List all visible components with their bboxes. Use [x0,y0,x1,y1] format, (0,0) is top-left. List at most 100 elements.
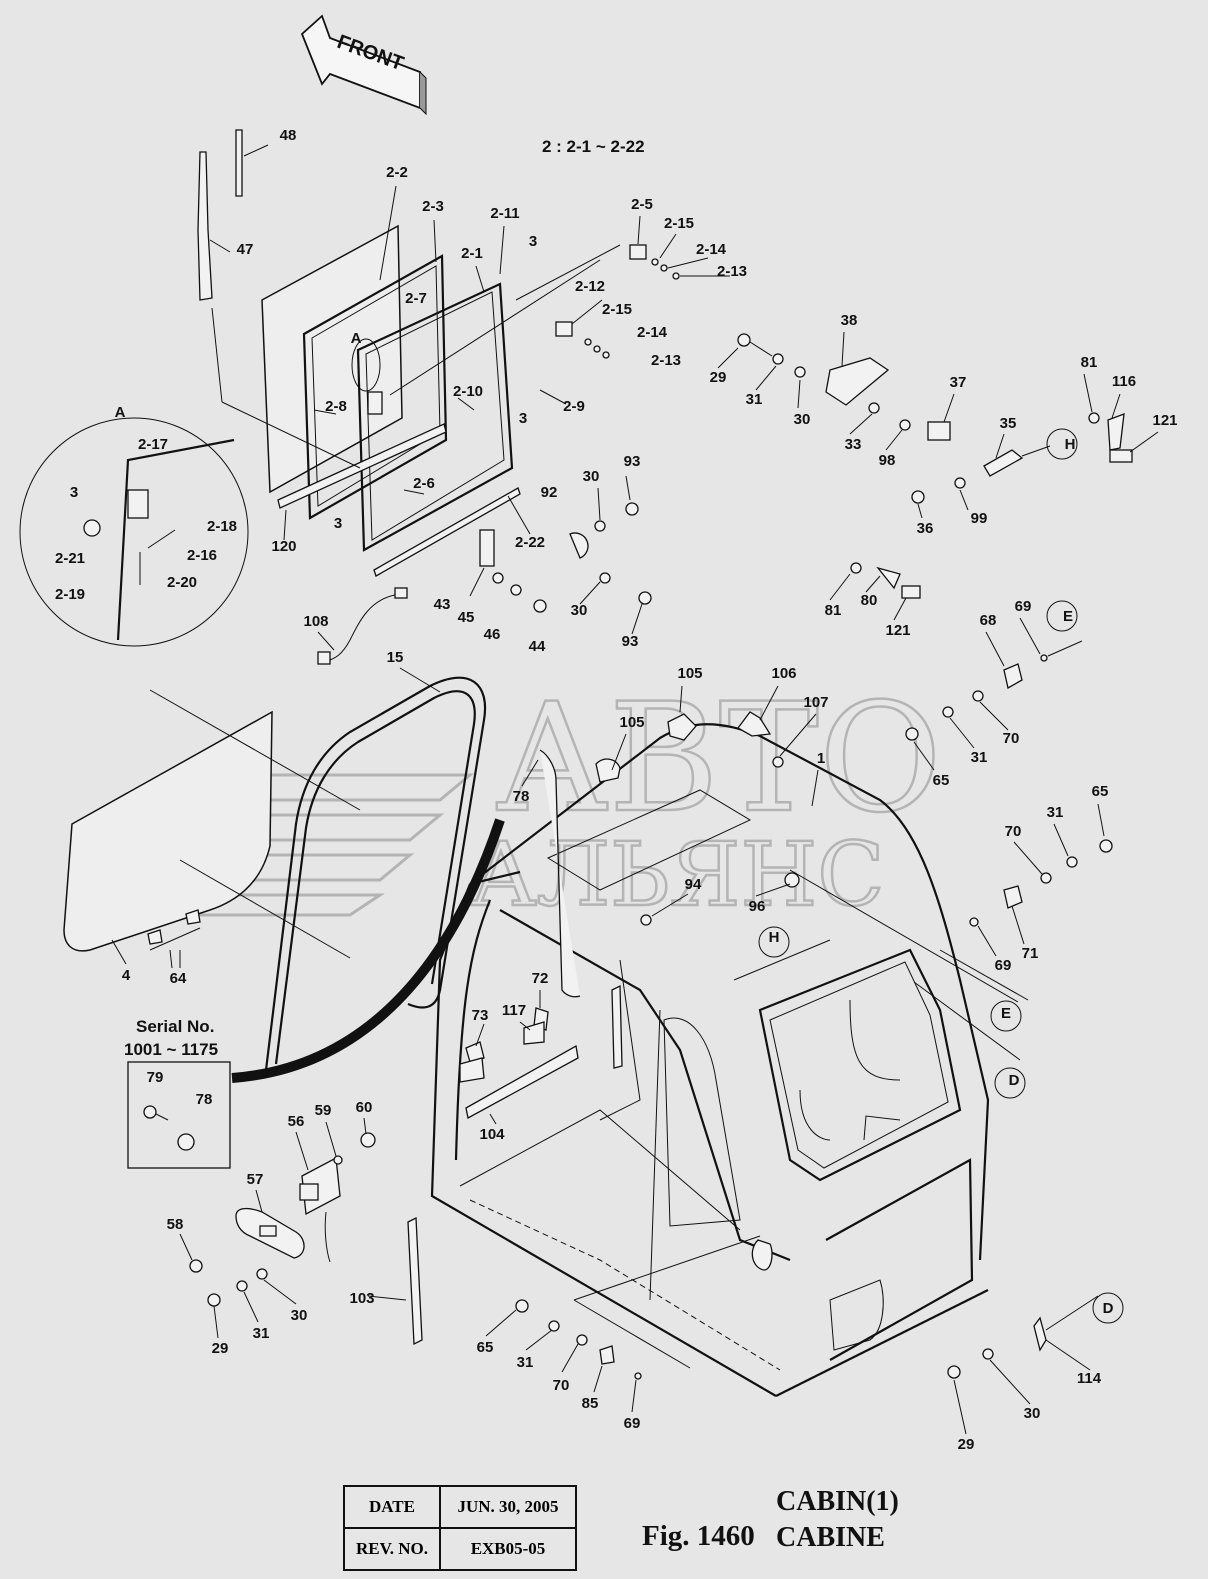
part-label: 117 [502,1002,526,1019]
part-label: 2-15 [664,215,694,232]
front-arrow-icon: FRONT [300,14,427,116]
serial-label: Serial No. [136,1017,214,1036]
part-label: 104 [479,1126,505,1143]
part-label: 96 [749,898,766,915]
part-label: 2-16 [187,547,217,564]
part-label: 30 [1024,1405,1041,1422]
latch-parts [479,244,1133,613]
part-label: 69 [995,957,1012,974]
part-label: 64 [170,970,187,987]
part-label: 120 [271,538,296,555]
part-label: 65 [933,772,950,789]
part-label: 79 [147,1069,164,1086]
part-label: 2-22 [515,534,545,551]
watermark-line1: АВТО [495,672,942,846]
part-label: 30 [571,602,588,619]
part-label: 1 [817,750,825,767]
part-label: 78 [196,1091,213,1108]
part-label: 45 [458,609,475,626]
part-label: 2-7 [405,290,427,307]
part-label: 2-5 [631,196,653,213]
part-label: 31 [253,1325,270,1342]
part-label: 37 [950,374,967,391]
part-label: 3 [334,515,342,532]
part-label: 70 [553,1377,570,1394]
part-label: 106 [771,665,796,682]
figure-title-line1: CABIN(1) [776,1486,899,1517]
part-label: 2-15 [602,301,632,318]
part-label: 93 [622,633,639,650]
part-label: 2-18 [207,518,237,535]
part-label: 71 [1022,945,1039,962]
part-label: 29 [958,1436,975,1453]
part-label: 38 [841,312,858,329]
part-label: 2-14 [637,324,668,341]
part-label: 44 [529,638,546,655]
date-label: DATE [343,1485,441,1529]
part-label: 2-12 [575,278,605,295]
part-label: H [769,929,780,946]
date-value: JUN. 30, 2005 [439,1485,577,1529]
part-label: 58 [167,1216,184,1233]
part-label: H [1065,436,1076,453]
part-label: 2-14 [696,241,727,258]
part-label: 47 [237,241,254,258]
part-label: 2-20 [167,574,197,591]
watermark-line2: АЛЬЯНС [470,823,885,926]
part-label: 4 [122,967,131,984]
part-label: 31 [1047,804,1064,821]
part-label: 31 [971,749,988,766]
part-label: 116 [1112,373,1136,390]
part-label: 121 [1152,412,1177,429]
part-label: 2-8 [325,398,347,415]
figure-title-line2: CABINE [776,1522,885,1553]
reference-circles [758,428,1124,1324]
cabin-trim-parts [407,640,1113,1379]
part-label: 98 [879,452,896,469]
figure-title: CABIN(1) CABINE [776,1484,899,1556]
rev-label: REV. NO. [343,1527,441,1571]
part-label: 33 [845,436,862,453]
part-label: 56 [288,1113,305,1130]
part-label: 103 [349,1290,374,1307]
part-label: 60 [356,1099,373,1116]
part-label: 108 [303,613,328,630]
part-label: 2-11 [490,205,519,222]
part-label: 2-19 [55,586,85,603]
part-label: D [1103,1300,1114,1317]
part-label: 2-3 [422,198,444,215]
part-label: 70 [1003,730,1020,747]
part-label: 121 [885,622,910,639]
part-label: 65 [477,1339,494,1356]
part-label: 57 [247,1171,264,1188]
part-label: 2-9 [563,398,585,415]
part-label: 105 [677,665,702,682]
serial-range: 1001 ~ 1175 [124,1040,218,1059]
part-label: 69 [1015,598,1032,615]
part-label: 31 [517,1354,534,1371]
part-label: 30 [291,1307,308,1324]
figure-number: Fig. 1460 [642,1520,755,1552]
part-label: 31 [746,391,763,408]
part-label: 99 [971,510,988,527]
part-label: 3 [519,410,527,427]
cabin-frame [430,723,1029,1397]
leader-lines [111,185,1159,1435]
door-seal [231,676,505,1083]
part-label: 105 [619,714,644,731]
part-label: 68 [980,612,997,629]
part-label: 70 [1005,823,1022,840]
part-label: 2-17 [138,436,168,453]
part-label: 48 [280,127,297,144]
step-light [189,1132,642,1380]
part-label: 2-10 [453,383,483,400]
part-label: A [351,330,362,347]
part-label: 2-6 [413,475,435,492]
part-label: 65 [1092,783,1109,800]
part-label: 29 [212,1340,229,1357]
part-label: 36 [917,520,934,537]
part-label: 46 [484,626,501,643]
side-glass [63,689,361,969]
part-label: 2-21 [55,550,85,567]
part-label: 30 [794,411,811,428]
